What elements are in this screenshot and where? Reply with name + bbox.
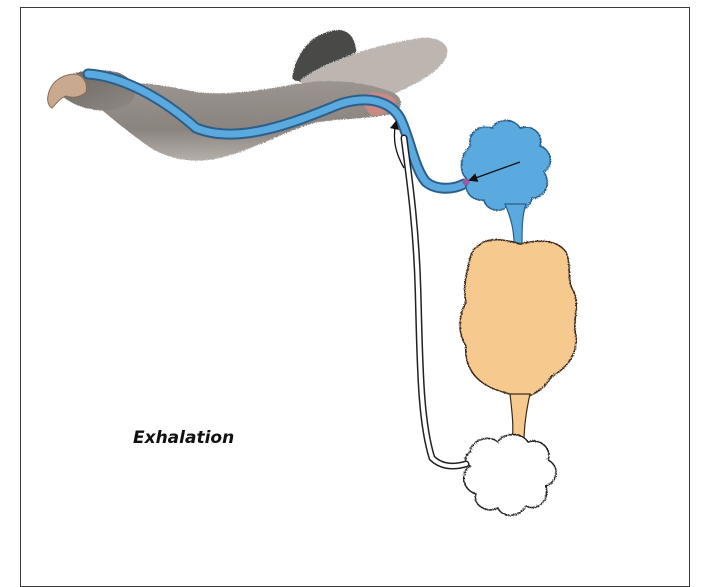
caption-exhalation: Exhalation	[133, 428, 234, 448]
air-sac-entry-point	[463, 179, 470, 186]
anterior-stalk	[505, 204, 526, 244]
posterior-air-sac	[464, 435, 556, 516]
respiratory-diagram	[0, 0, 708, 564]
bird-illustration	[60, 30, 447, 161]
anterior-air-sac	[461, 121, 550, 211]
lung	[460, 240, 576, 398]
